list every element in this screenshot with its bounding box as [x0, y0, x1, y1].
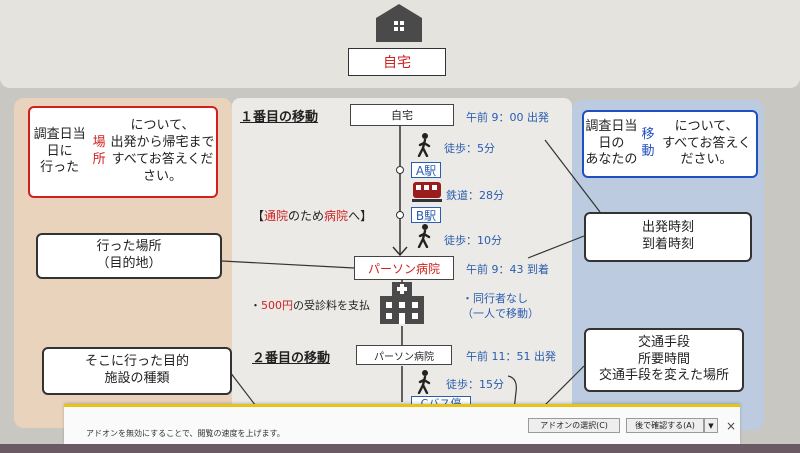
taskbar: [0, 444, 800, 453]
trip2-heading: ２番目の移動: [252, 351, 331, 366]
callout-purpose: そこに行った目的 施設の種類: [42, 347, 232, 395]
trip2-origin-box: パーソン病院: [356, 345, 452, 365]
trip1-companion: ・同行者なし （一人で移動）: [462, 292, 539, 320]
callout-movement: 調査日当日の あなたの移動について、 すべてお答えください。: [582, 110, 758, 178]
trip1-origin-box: 自宅: [350, 104, 454, 126]
callout-visited-places: 調査日当日に 行った場所について、 出発から帰宅まで すべてお答えください。: [28, 106, 218, 198]
trip2-depart-time: 午前 11：51 出発: [466, 350, 556, 363]
close-icon[interactable]: ×: [725, 418, 737, 433]
trip1-heading: １番目の移動: [240, 110, 319, 125]
callout-transport: 交通手段 所要時間 交通手段を変えた場所: [584, 328, 744, 392]
trip1-destination-box: パーソン病院: [354, 256, 454, 280]
station-a-node: [396, 166, 404, 174]
home-box: 自宅: [348, 48, 446, 76]
select-addons-button[interactable]: アドオンの選択(C): [528, 418, 620, 433]
train-icon: [412, 182, 442, 202]
check-later-button[interactable]: 後で確認する(A): [626, 418, 704, 433]
trip1-depart-time: 午前 9：00 出発: [466, 111, 549, 124]
trip1-walk2: 徒歩：10分: [444, 234, 502, 247]
station-a: A駅: [411, 162, 441, 178]
house-icon: [376, 4, 422, 42]
later-dropdown-button[interactable]: ▼: [704, 418, 718, 433]
trip1-walk1: 徒歩：5分: [444, 142, 495, 155]
walking-icon: [417, 133, 431, 157]
hospital-icon: [380, 282, 424, 324]
callout-times: 出発時刻 到着時刻: [584, 212, 752, 262]
walking-icon: [417, 224, 431, 248]
trip1-rail: 鉄道：28分: [446, 189, 504, 202]
station-b-node: [396, 211, 404, 219]
trip1-purpose: 【通院のため病院へ】: [252, 209, 373, 223]
walking-icon: [417, 370, 431, 394]
station-b: B駅: [411, 207, 441, 223]
trip1-fee: ・500円の受診料を支払: [250, 299, 370, 312]
callout-destination: 行った場所 （目的地）: [36, 233, 222, 279]
notification-message: アドオンを無効にすることで、閲覧の速度を上げます。: [86, 429, 285, 438]
trip1-arrive-time: 午前 9：43 到着: [466, 263, 549, 276]
trip2-walk: 徒歩：15分: [446, 378, 504, 391]
